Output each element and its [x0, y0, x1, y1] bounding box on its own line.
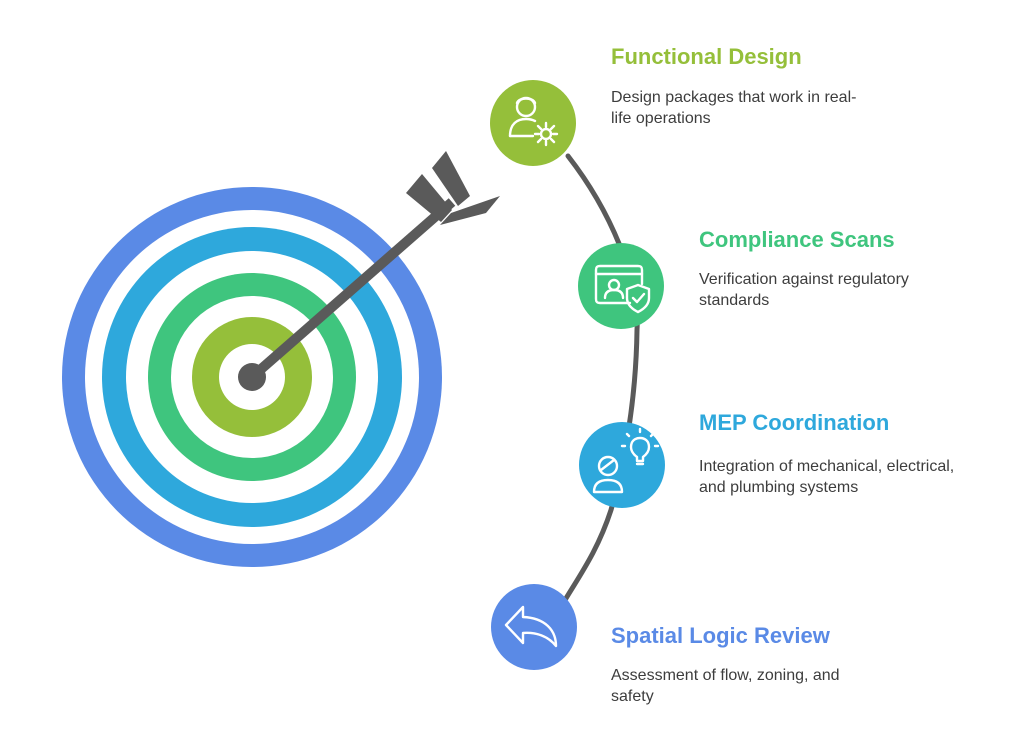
step-circle-spatial-logic-review — [491, 584, 577, 670]
id-card-shield-check-icon — [594, 264, 651, 314]
return-arrow-icon — [504, 605, 558, 648]
step-title-mep-coordination: MEP Coordination — [699, 410, 890, 435]
step-description-text: Assessment of flow, zoning, and safety — [611, 667, 840, 705]
arrow-icon — [238, 151, 500, 391]
step-circle-compliance-scans — [578, 243, 664, 329]
arrow-tip — [238, 363, 266, 391]
step-circle-mep-coordination — [579, 422, 665, 508]
user-gear-icon — [508, 96, 559, 147]
step-description-mep-coordination: Integration of mechanical, electrical, a… — [699, 456, 959, 498]
arrow-shaft — [248, 198, 456, 381]
step-title-functional-design: Functional Design — [611, 44, 802, 69]
arrow-feather-2 — [432, 151, 470, 206]
step-description-spatial-logic-review: Assessment of flow, zoning, and safety — [611, 665, 871, 707]
arrow-feather-3 — [440, 196, 500, 225]
step-description-compliance-scans: Verification against regulatory standard… — [699, 269, 959, 311]
step-circle-functional-design — [490, 80, 576, 166]
step-description-text: Verification against regulatory standard… — [699, 271, 909, 309]
step-description-text: Design packages that work in real-life o… — [611, 89, 857, 127]
arrow-feather-1 — [406, 174, 452, 222]
timeline-connector — [562, 153, 640, 603]
step-title-compliance-scans: Compliance Scans — [699, 227, 895, 252]
person-lightbulb-icon — [592, 427, 660, 494]
step-description-text: Integration of mechanical, electrical, a… — [699, 458, 955, 496]
step-description-functional-design: Design packages that work in real-life o… — [611, 87, 871, 129]
step-title-spatial-logic-review: Spatial Logic Review — [611, 623, 830, 648]
